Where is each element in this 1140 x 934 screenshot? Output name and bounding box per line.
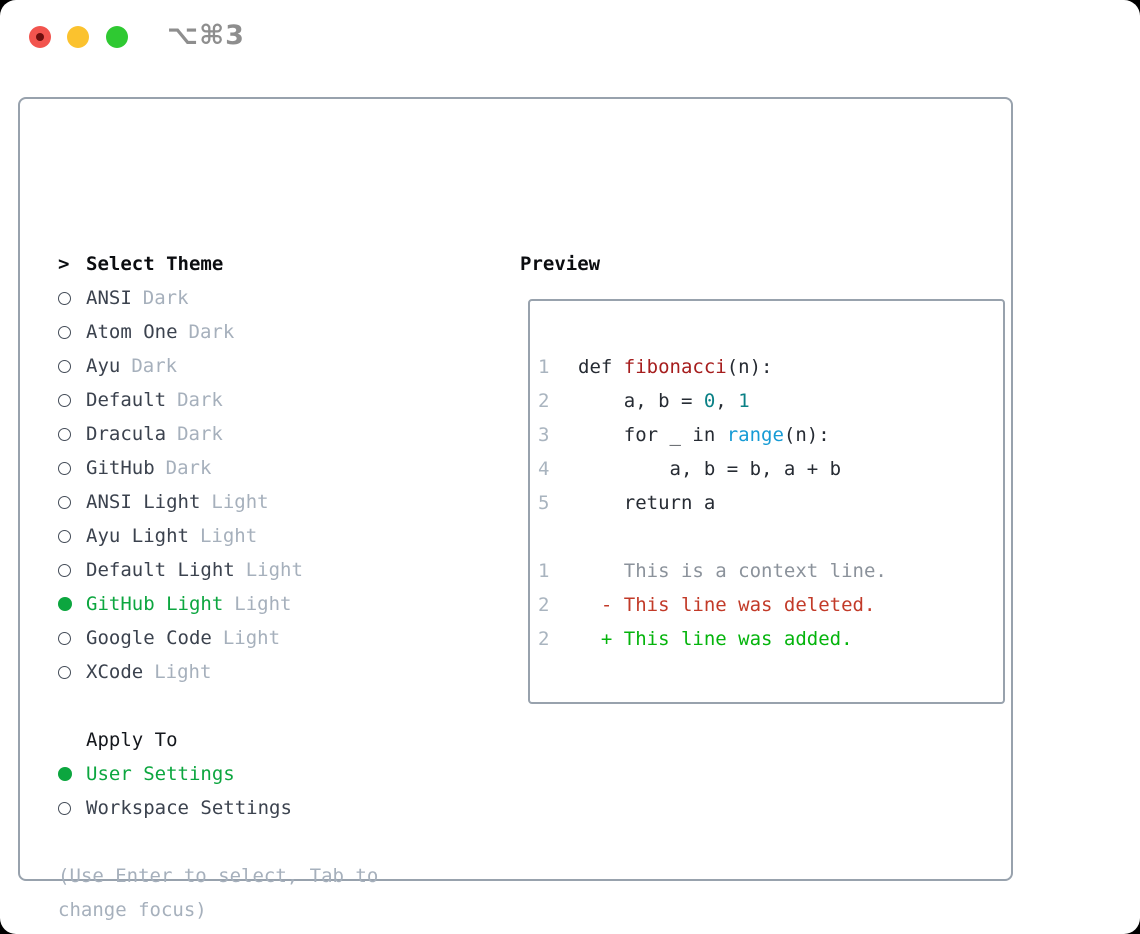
line-number: 5 (538, 492, 550, 514)
code-text: a, b = b, a + b (578, 458, 842, 480)
theme-variant-label: Dark (131, 355, 178, 377)
theme-option-ayu[interactable]: Ayu Dark (58, 349, 430, 383)
select-theme-title: Select Theme (86, 253, 224, 275)
line-number: 3 (538, 424, 550, 446)
option-label: GitHub Light (86, 593, 224, 615)
record-indicator-dot (36, 33, 44, 41)
theme-variant-label: Light (222, 627, 281, 649)
option-label: Dracula (86, 423, 167, 445)
theme-option-default[interactable]: Default Dark (58, 383, 430, 417)
radio-icon (58, 325, 71, 339)
diff-added-line: 2 + This line was added. (538, 622, 1003, 656)
apply-option-workspace-settings[interactable]: Workspace Settings (58, 791, 430, 825)
option-label: Ayu Light (86, 525, 189, 547)
option-label: Default Light (86, 559, 235, 581)
code-text: return a (578, 492, 716, 514)
radio-icon (58, 563, 71, 577)
code-text: def fibonacci(n): (578, 356, 773, 378)
theme-option-ayu-light[interactable]: Ayu Light Light (58, 519, 430, 553)
radio-icon (58, 631, 71, 645)
code-line: 5 return a (538, 486, 1003, 520)
close-button[interactable] (29, 26, 51, 48)
code-line: 3 for _ in range(n): (538, 418, 1003, 452)
radio-icon (58, 495, 71, 509)
theme-variant-label: Dark (165, 457, 212, 479)
theme-option-dracula[interactable]: Dracula Dark (58, 417, 430, 451)
theme-option-default-light[interactable]: Default Light Light (58, 553, 430, 587)
radio-selected-icon (58, 597, 72, 611)
option-label: Workspace Settings (86, 797, 292, 819)
preview-title: Preview (520, 253, 601, 275)
option-label: ANSI (86, 287, 132, 309)
line-number: 4 (538, 458, 550, 480)
theme-variant-label: Dark (177, 423, 223, 445)
line-number: 1 (538, 356, 550, 378)
theme-variant-label: Light (245, 559, 303, 581)
radio-icon (58, 529, 71, 543)
theme-variant-label: Light (211, 491, 269, 513)
theme-option-ansi[interactable]: ANSI Dark (58, 281, 430, 315)
theme-option-ansi-light[interactable]: ANSI Light Light (58, 485, 430, 519)
option-label: Google Code (86, 627, 212, 649)
window-shortcut-label: ⌥⌘3 (167, 20, 245, 51)
theme-variant-label: Light (199, 525, 258, 547)
diff-context-line: 1 This is a context line. (538, 554, 1003, 588)
code-line: 4 a, b = b, a + b (538, 452, 1003, 486)
hint-text: (Use Enter to select, Tab to change focu… (58, 865, 379, 921)
select-theme-header: > Select Theme (58, 247, 430, 281)
line-number: 2 (538, 594, 550, 616)
apply-to-header: Apply To (58, 723, 430, 757)
theme-variant-label: Light (154, 661, 212, 683)
radio-icon (58, 291, 71, 305)
zoom-button[interactable] (106, 26, 128, 48)
theme-variant-label: Dark (142, 287, 189, 309)
code-text: This is a context line. (578, 560, 887, 582)
code-text: + This line was added. (578, 628, 853, 650)
radio-icon (58, 461, 71, 475)
code-text: a, b = 0, 1 (578, 390, 750, 412)
option-label: Default (86, 389, 167, 411)
radio-icon (58, 427, 71, 441)
theme-option-xcode[interactable]: XCode Light (58, 655, 430, 689)
apply-to-title: Apply To (86, 729, 178, 751)
radio-icon (58, 359, 71, 373)
line-number: 1 (538, 560, 550, 582)
line-number: 2 (538, 390, 550, 412)
radio-icon (58, 801, 71, 815)
theme-option-google-code[interactable]: Google Code Light (58, 621, 430, 655)
theme-option-github-light[interactable]: GitHub Light Light (58, 587, 430, 621)
line-number: 2 (538, 628, 550, 650)
blank-line (538, 520, 1003, 554)
option-label: Atom One (86, 321, 178, 343)
code-line: 1 def fibonacci(n): (538, 350, 1003, 384)
minimize-button[interactable] (67, 26, 89, 48)
code-line: 2 a, b = 0, 1 (538, 384, 1003, 418)
apply-option-user-settings[interactable]: User Settings (58, 757, 430, 791)
section-gap (58, 689, 430, 723)
radio-selected-icon (58, 767, 72, 781)
theme-option-atom-one[interactable]: Atom One Dark (58, 315, 430, 349)
section-gap (58, 825, 430, 859)
theme-option-github[interactable]: GitHub Dark (58, 451, 430, 485)
theme-variant-label: Dark (188, 321, 235, 343)
option-label: ANSI Light (86, 491, 201, 513)
option-label: XCode (86, 661, 144, 683)
selection-arrow-icon: > (58, 253, 70, 275)
option-label: GitHub (86, 457, 155, 479)
code-text: for _ in range(n): (578, 424, 830, 446)
radio-icon (58, 665, 71, 679)
option-label: User Settings (86, 763, 235, 785)
code-text: - This line was deleted. (578, 594, 876, 616)
theme-variant-label: Light (234, 593, 292, 615)
diff-deleted-line: 2 - This line was deleted. (538, 588, 1003, 622)
radio-icon (58, 393, 71, 407)
option-label: Ayu (86, 355, 121, 377)
theme-variant-label: Dark (177, 389, 223, 411)
